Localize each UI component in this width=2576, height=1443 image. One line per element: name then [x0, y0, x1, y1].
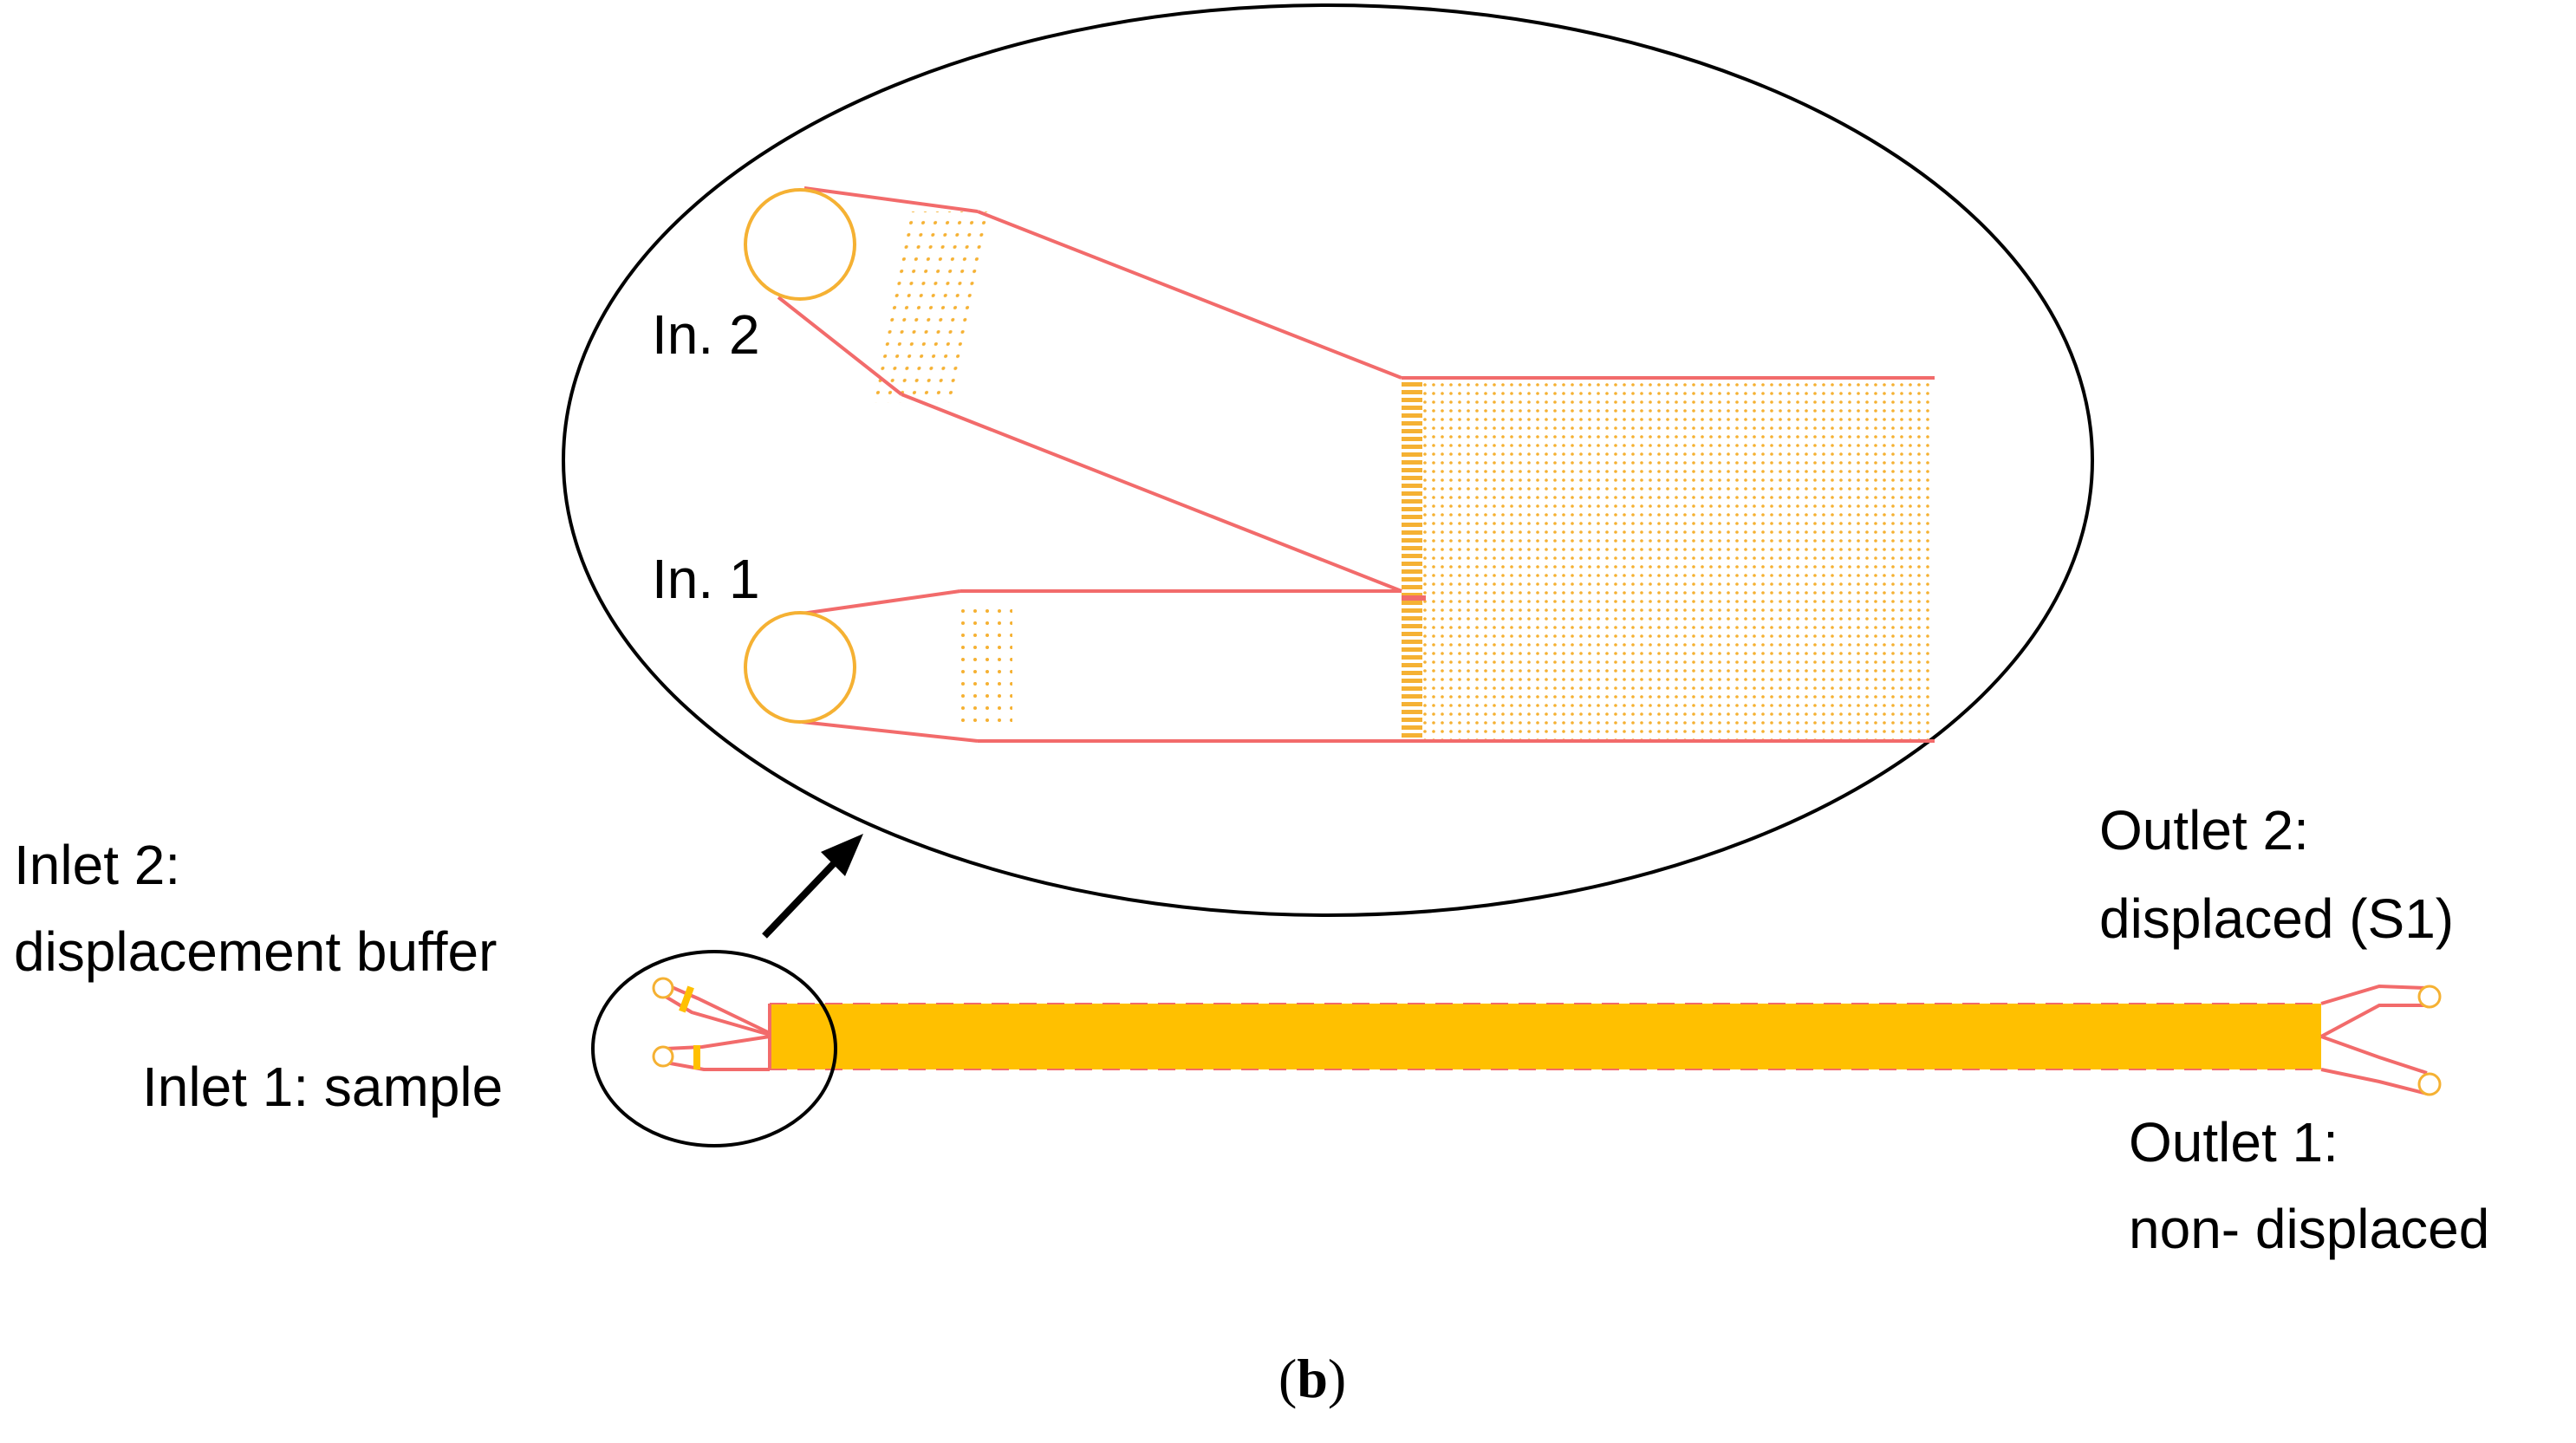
zoom-ellipse — [562, 3, 2094, 917]
magnifier-circle — [591, 950, 837, 1147]
zoom-label-in2: In. 2 — [652, 303, 760, 366]
full-device — [591, 950, 2442, 1147]
device-outlet-branches — [2320, 984, 2428, 1095]
zoom-view: In. 2 In. 1 — [562, 3, 2094, 917]
zoomed-inlet2-port — [744, 188, 856, 301]
zoomed-inlet1-port — [744, 611, 856, 724]
device-outlet1-port — [2417, 1072, 2442, 1096]
outlet1-label-line2: non- displaced — [2129, 1198, 2489, 1260]
outlet2-label-line2: displaced (S1) — [2099, 887, 2454, 950]
inlet2-label-line2: displacement buffer — [14, 920, 497, 983]
zoomed-channel-dot-array — [1421, 380, 1935, 740]
inlet1-label: Inlet 1: sample — [142, 1056, 503, 1118]
device-inlet2-port — [652, 977, 674, 999]
device-labels: Inlet 2: displacement buffer Inlet 1: sa… — [14, 799, 2489, 1260]
zoomed-entrance-bars — [1402, 380, 1422, 740]
inlet2-label-line1: Inlet 2: — [14, 834, 180, 896]
inlet2-branch-outline — [777, 186, 1402, 593]
inlet1-filter-dots — [960, 605, 1012, 726]
device-inlet1-port — [652, 1045, 674, 1068]
arrow-up-right-icon — [762, 834, 863, 939]
figure-caption: (b) — [1278, 1348, 1346, 1409]
inlet2-filter-dots — [870, 211, 989, 403]
main-channel — [770, 1004, 2321, 1069]
device-outlet2-port — [2417, 985, 2442, 1009]
zoom-label-in1: In. 1 — [652, 548, 760, 610]
device-inlet-branches — [664, 983, 771, 1071]
zoomed-channel-walls — [1402, 376, 1935, 743]
outlet1-label-line1: Outlet 1: — [2129, 1111, 2339, 1173]
inlet1-branch-outline — [801, 589, 1402, 743]
outlet2-label-line1: Outlet 2: — [2099, 799, 2309, 861]
